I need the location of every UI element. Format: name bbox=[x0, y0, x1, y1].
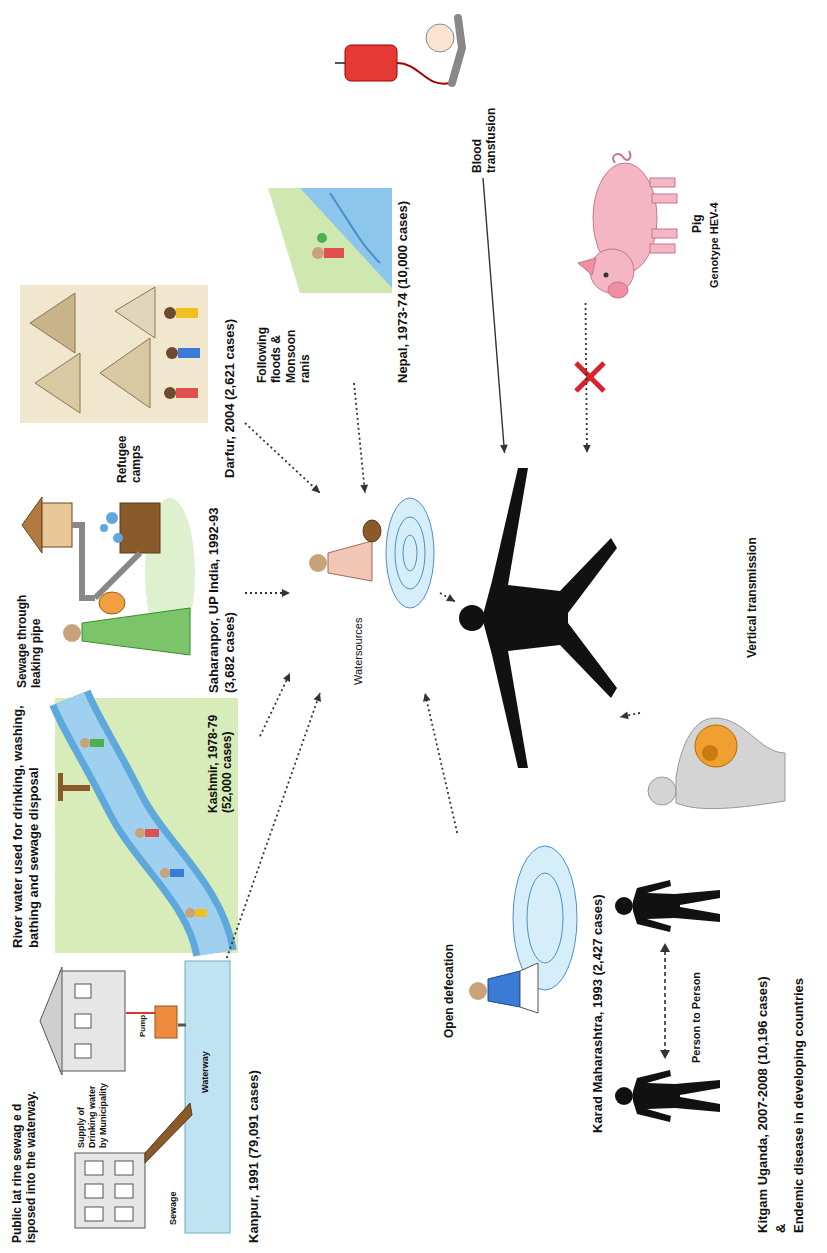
transmission-arrow bbox=[586, 303, 588, 453]
outbreak-caption: Darfur, 2004 (2,621 cases) bbox=[222, 283, 238, 478]
illustration-panel: Sewage through leaking pipe Saharanpor, U… bbox=[10, 493, 245, 693]
panel-heading: Blood transfusion bbox=[470, 93, 499, 173]
transmission-arrow bbox=[245, 423, 320, 493]
panel-heading: Following floods & Monsoon ranis bbox=[255, 298, 313, 383]
figure-label: Waterway bbox=[200, 1033, 211, 1093]
arrow-head bbox=[500, 445, 508, 453]
outbreak-caption: Kashmir, 1978-79 (52,000 cases) bbox=[206, 701, 235, 813]
outbreak-caption: Karad Maharashtra, 1993 (2,427 cases) bbox=[590, 833, 606, 1133]
illustration-panel: River water used for drinking, washing, … bbox=[10, 698, 260, 953]
illustration-panel: Public lat rine sewag e d isposed into t… bbox=[10, 958, 265, 1243]
arrow-head bbox=[583, 445, 591, 453]
illustration-panel: Blood transfusion bbox=[330, 8, 510, 178]
illustration-panel: Open defecation Karad Maharashtra, 1993 (… bbox=[440, 833, 612, 1133]
arrow-head bbox=[446, 594, 455, 601]
arrow-head bbox=[314, 693, 321, 702]
illustration-panel: Vertical transmission bbox=[640, 533, 790, 833]
arrow-head bbox=[620, 712, 629, 720]
figure-label: Person to Person bbox=[690, 943, 703, 1063]
figure-label: Sewage bbox=[168, 1180, 179, 1225]
illustration-panel: Pig Genotype HEV-4 bbox=[560, 133, 730, 303]
panel-heading: River water used for drinking, washing, … bbox=[10, 698, 41, 948]
arrow-head bbox=[423, 693, 431, 702]
transmission-arrow bbox=[227, 693, 320, 958]
transmission-arrow bbox=[425, 693, 457, 833]
illustration-panel: Watersources bbox=[290, 493, 440, 693]
transmission-arrow bbox=[440, 593, 455, 602]
panel-heading: Refugee camps bbox=[115, 423, 144, 483]
figure-label: Kitgam Uganda, 2007-2008 (10,196 cases) bbox=[755, 813, 771, 1233]
arrow-head bbox=[282, 589, 290, 597]
figure-label: Supply of Drinking water by Municipality bbox=[76, 1076, 108, 1148]
panel-heading: Watersources bbox=[352, 605, 365, 685]
illustration-panel bbox=[455, 453, 620, 783]
transmission-arrow bbox=[354, 383, 365, 493]
outbreak-caption: Genotype HEV-4 bbox=[708, 148, 721, 288]
figure-label: & bbox=[773, 1213, 789, 1233]
panel-heading: Open defecation bbox=[442, 918, 456, 1038]
panel-heading: Public lat rine sewag e d isposed into t… bbox=[10, 1068, 39, 1243]
arrow-head bbox=[360, 485, 368, 494]
illustration-panel: Following floods & Monsoon ranis Nepal, 1… bbox=[255, 178, 420, 383]
panel-heading: Pig bbox=[690, 193, 704, 233]
arrow-head bbox=[283, 673, 290, 682]
transmission-arrow bbox=[483, 178, 505, 453]
figure-label: Pump bbox=[138, 1005, 148, 1037]
panel-heading: Sewage through leaking pipe bbox=[15, 583, 44, 688]
figure-label: Endemic disease in developing countries bbox=[791, 813, 807, 1233]
panel-heading: Vertical transmission bbox=[745, 533, 759, 658]
outbreak-caption: Nepal, 1973-74 (10,000 cases) bbox=[395, 178, 411, 383]
outbreak-caption: Kanpur, 1991 (79,091 cases) bbox=[246, 958, 262, 1243]
illustration-panel: Refugee camps Darfur, 2004 (2,621 cases) bbox=[10, 283, 245, 483]
transmission-arrow bbox=[260, 673, 290, 736]
arrow-head bbox=[311, 485, 320, 493]
outbreak-caption: Saharanpor, UP India, 1992-93 (3,682 cas… bbox=[206, 493, 237, 693]
